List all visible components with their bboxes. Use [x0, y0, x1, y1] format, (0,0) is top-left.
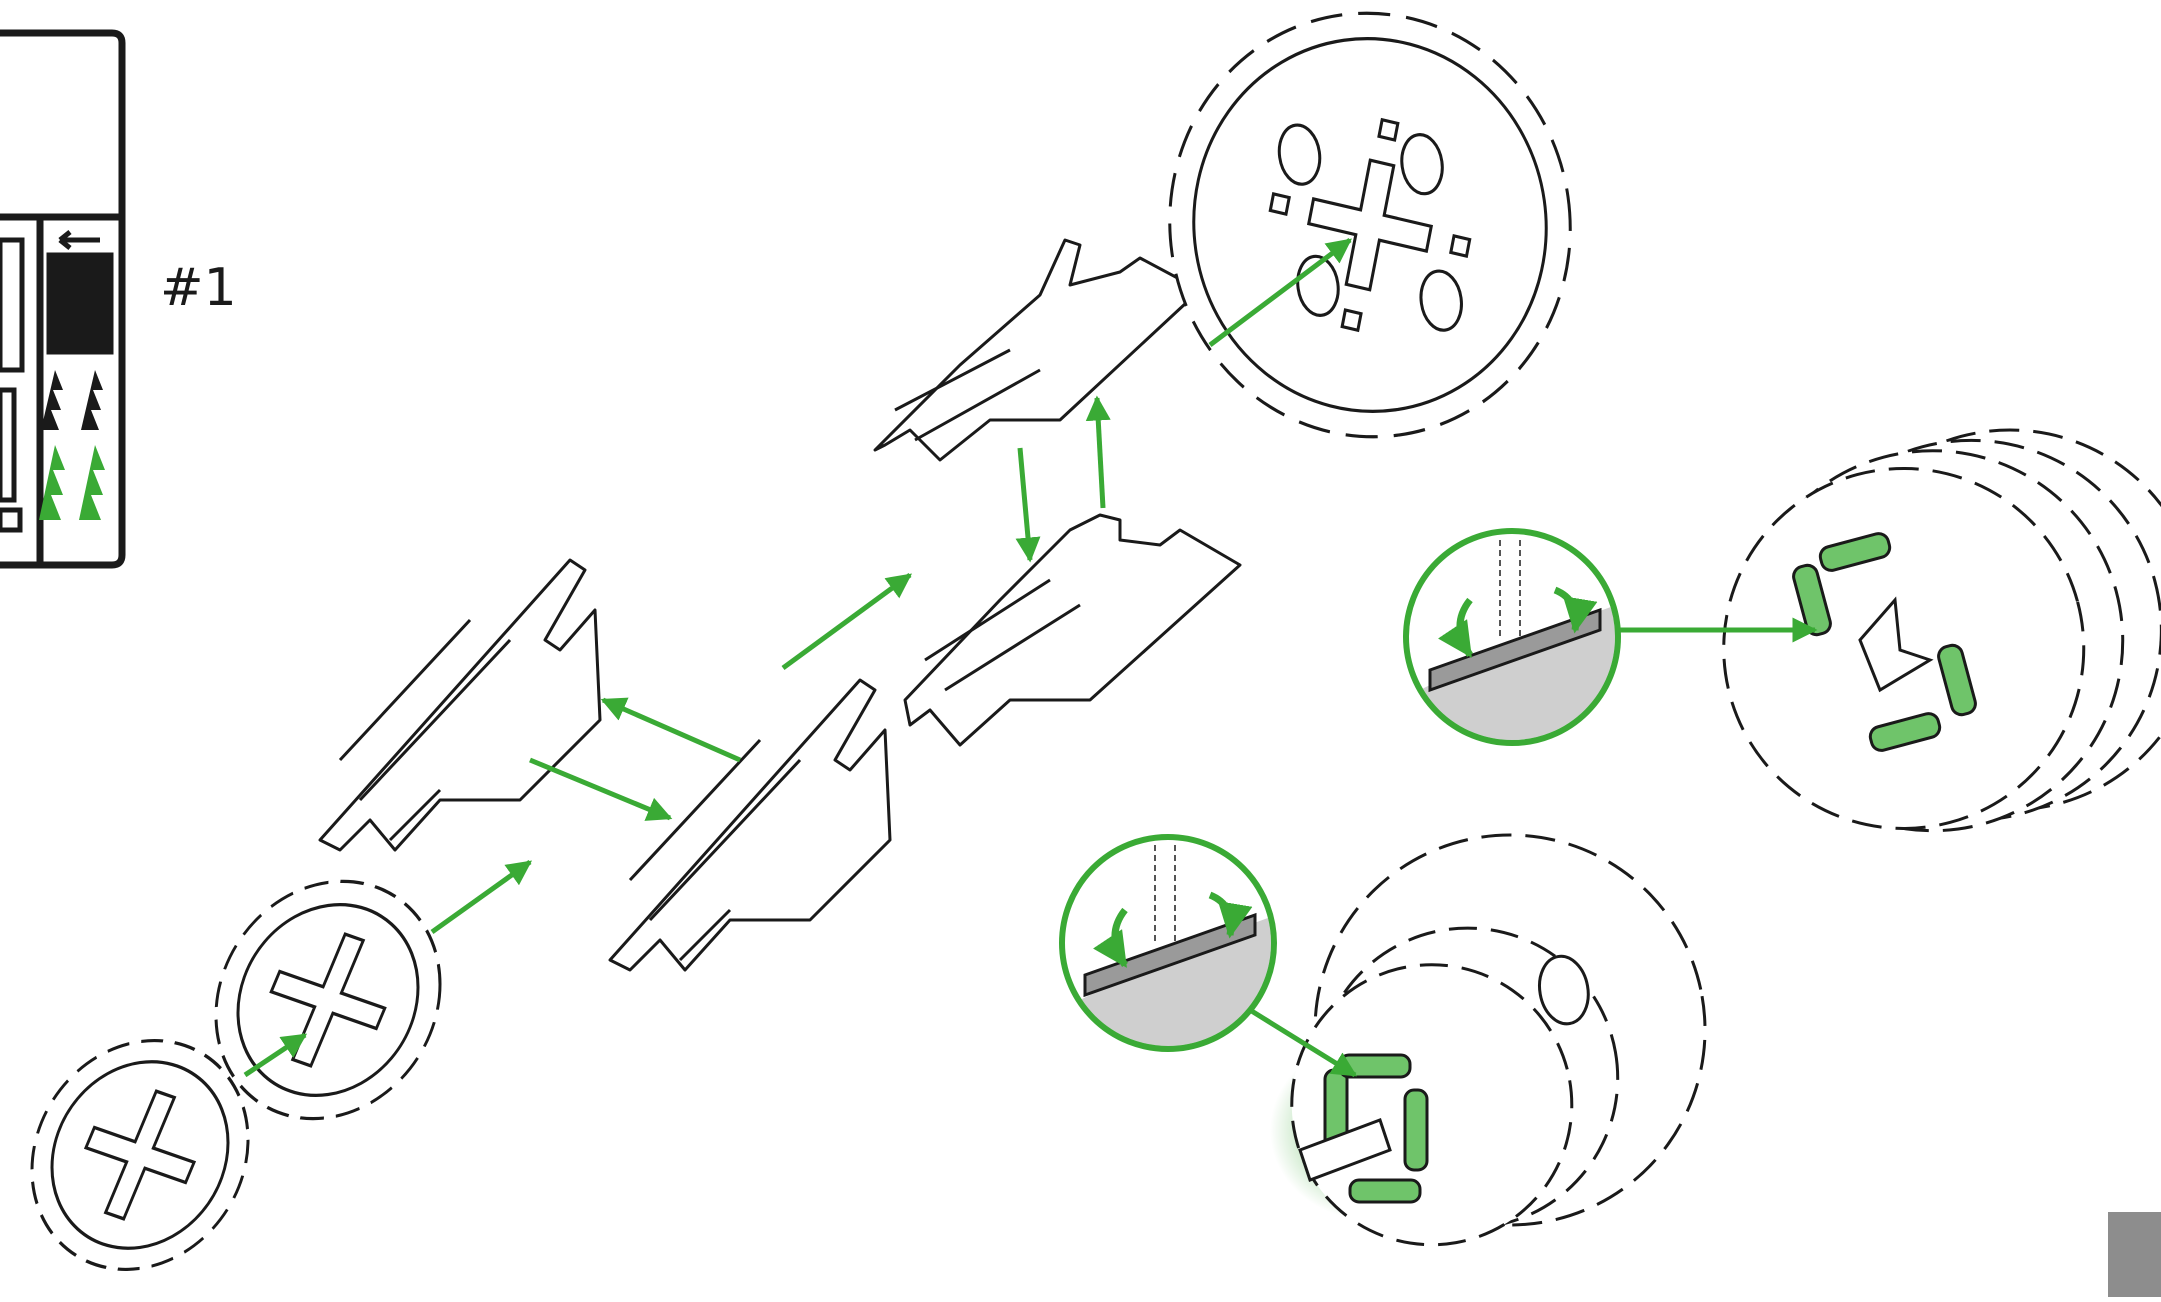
part-label: #1: [160, 258, 237, 318]
assembled-gear-icon-2: [1270, 833, 1707, 1247]
tab-fold-detail-icon: [1059, 528, 1621, 1052]
assembly-arrows: [243, 238, 1818, 1078]
sprue-sheet-icon: [0, 29, 126, 569]
assembled-gear-icon: [1722, 428, 2161, 833]
cross-connector-icon: [318, 238, 1242, 972]
page-corner-tab: [2108, 1212, 2161, 1297]
large-gear-icon: [1168, 11, 1572, 439]
sprue-sheet-parts: [39, 370, 105, 520]
small-gear-icon: [30, 879, 442, 1272]
